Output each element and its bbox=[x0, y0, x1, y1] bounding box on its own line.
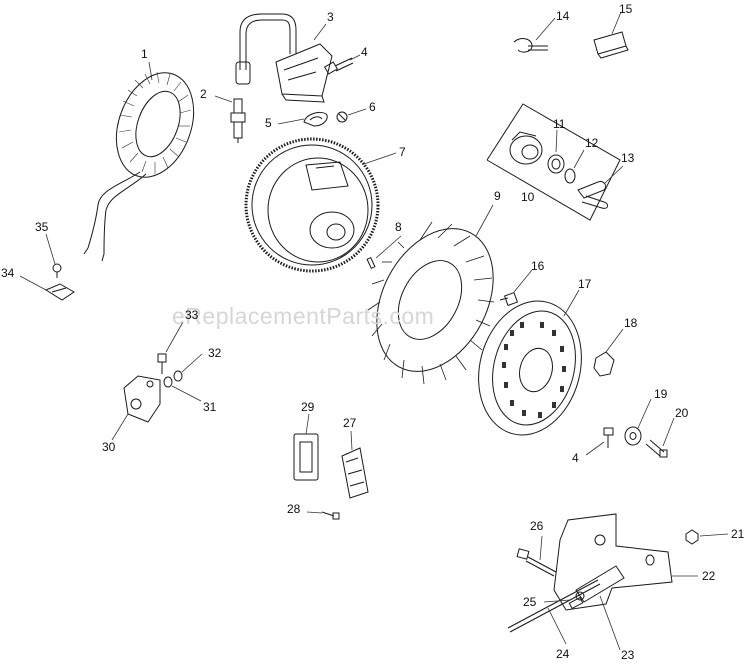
washer-19-part bbox=[624, 426, 642, 446]
callout-23: 23 bbox=[621, 648, 635, 662]
screen-part bbox=[478, 300, 582, 436]
callout-15: 15 bbox=[619, 2, 633, 16]
callout-35: 35 bbox=[35, 220, 49, 234]
stator-part bbox=[83, 71, 195, 262]
callout-3: 3 bbox=[327, 10, 334, 24]
washer-31-part bbox=[163, 376, 173, 388]
watermark-text: eReplacementParts.com bbox=[172, 303, 435, 329]
leader-lines bbox=[19, 11, 729, 651]
nut-21-part bbox=[685, 529, 699, 545]
callout-9: 9 bbox=[494, 189, 501, 203]
clamp-34-part bbox=[44, 283, 75, 301]
screw-28-part bbox=[321, 511, 340, 520]
bolt-26-part bbox=[516, 548, 557, 577]
rectifier-27-part bbox=[341, 447, 369, 499]
spark-plug-part bbox=[230, 98, 246, 143]
callout-5: 5 bbox=[265, 116, 272, 130]
clip-5-part bbox=[303, 111, 328, 127]
callout-11: 11 bbox=[553, 117, 566, 131]
screw-16-part bbox=[499, 291, 519, 307]
screw-4-part bbox=[323, 57, 354, 75]
lock-nut-18-part bbox=[593, 351, 615, 377]
callout-34: 34 bbox=[1, 266, 15, 280]
callout-4b: 4 bbox=[572, 451, 579, 465]
screw-6-part bbox=[336, 111, 348, 123]
bracket-part bbox=[553, 513, 673, 611]
connector-15-part bbox=[593, 31, 629, 59]
callout-17: 17 bbox=[578, 277, 592, 291]
callout-28: 28 bbox=[287, 502, 301, 516]
callout-20: 20 bbox=[675, 406, 689, 420]
callout-21: 21 bbox=[731, 527, 745, 541]
flywheel-part bbox=[244, 137, 380, 273]
callout-6: 6 bbox=[369, 100, 376, 114]
tube-23-part bbox=[575, 565, 625, 603]
fan-part bbox=[367, 221, 495, 385]
switch-group-part bbox=[486, 103, 621, 221]
screw-4b-part bbox=[603, 427, 614, 448]
spacer-25-part bbox=[568, 596, 584, 610]
callout-2: 2 bbox=[200, 87, 207, 101]
callout-33: 33 bbox=[185, 308, 199, 322]
callout-18: 18 bbox=[624, 316, 638, 330]
callout-25: 25 bbox=[523, 595, 537, 609]
screw-20-part bbox=[645, 439, 668, 458]
callout-30: 30 bbox=[102, 440, 116, 454]
callout-24: 24 bbox=[556, 647, 570, 661]
callout-19: 19 bbox=[654, 387, 668, 401]
callout-7: 7 bbox=[399, 145, 406, 159]
callout-10: 10 bbox=[521, 190, 535, 204]
callout-12: 12 bbox=[585, 136, 599, 150]
callout-16: 16 bbox=[531, 259, 545, 273]
callout-14: 14 bbox=[556, 9, 570, 23]
callout-26: 26 bbox=[530, 519, 544, 533]
nut-32-part bbox=[173, 370, 183, 382]
callout-22: 22 bbox=[702, 569, 716, 583]
plate-29-part bbox=[293, 433, 319, 481]
ignition-module-part bbox=[235, 13, 333, 103]
screw-33-part bbox=[157, 353, 167, 374]
callout-1: 1 bbox=[141, 47, 148, 61]
clip-14-part bbox=[513, 38, 548, 53]
callout-31: 31 bbox=[203, 400, 217, 414]
callout-27: 27 bbox=[343, 416, 357, 430]
key-8-part bbox=[366, 256, 376, 270]
callout-8: 8 bbox=[395, 220, 402, 234]
callout-4: 4 bbox=[361, 45, 368, 59]
sensor-bracket-30-part bbox=[123, 375, 161, 423]
screw-35-part bbox=[52, 263, 62, 278]
rod-24-part bbox=[507, 579, 601, 633]
callout-29: 29 bbox=[301, 400, 315, 414]
callout-32: 32 bbox=[208, 346, 222, 360]
callout-13: 13 bbox=[621, 151, 635, 165]
